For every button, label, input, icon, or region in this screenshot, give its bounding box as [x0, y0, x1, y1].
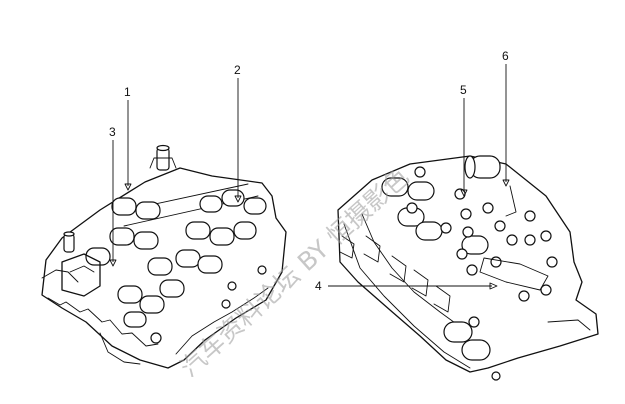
callout-2-label: 2	[234, 63, 241, 77]
callout-4-label: 4	[315, 279, 322, 293]
callout-4: 4	[315, 279, 498, 293]
left-assembly-outline	[41, 167, 287, 369]
left-solenoid-bank-upper	[147, 189, 267, 298]
callout-1: 1	[124, 85, 132, 191]
callout-2: 2	[234, 63, 242, 203]
callout-5: 5	[460, 83, 468, 197]
left-valve-body-assembly	[41, 144, 287, 369]
callout-3: 3	[109, 125, 117, 267]
callout-3-label: 3	[109, 125, 116, 139]
right-bolt-heads	[406, 166, 558, 381]
callout-1-label: 1	[124, 85, 131, 99]
callout-6-label: 6	[502, 49, 509, 63]
callout-6: 6	[502, 49, 510, 187]
right-valve-body-assembly	[337, 155, 599, 381]
callout-5-label: 5	[460, 83, 467, 97]
left-solenoid-bank-lower	[85, 197, 165, 328]
right-solenoid-group	[381, 177, 491, 361]
